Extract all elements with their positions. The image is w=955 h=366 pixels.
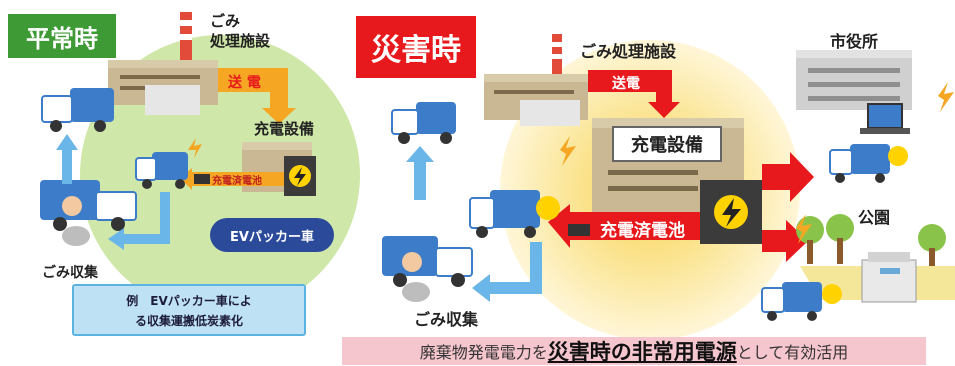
left-transmission-label: 送 電 <box>228 75 261 91</box>
right-transmission-label: 送電 <box>612 76 640 92</box>
left-truck-top <box>41 88 114 132</box>
right-flow-arrows <box>406 146 542 302</box>
right-truck-charging <box>469 190 560 238</box>
left-facility-label-1: ごみ <box>210 12 241 30</box>
right-lightning-icon <box>560 136 576 166</box>
banner-suffix: として有効活用 <box>736 343 849 362</box>
right-truck-cityhall <box>829 144 908 183</box>
right-facility-label: ごみ処理施設 <box>580 42 677 61</box>
right-truck-top <box>391 102 456 144</box>
city-hall-label: 市役所 <box>830 32 879 51</box>
right-collection-label: ごみ収集 <box>414 310 479 329</box>
left-lightning-icon <box>188 138 202 158</box>
city-hall-icon <box>796 50 912 110</box>
park-label: 公園 <box>858 208 891 227</box>
left-facility-label-2: 処理施設 <box>210 32 271 50</box>
left-transmission-arrow <box>218 68 296 124</box>
laptop-icon <box>860 103 910 134</box>
normal-time-tag: 平常時 <box>8 14 116 58</box>
left-truck-collection <box>40 180 137 246</box>
left-charger-label: 充電設備 <box>254 120 315 138</box>
right-battery-arrow <box>548 204 700 248</box>
left-charger-icon <box>242 142 316 196</box>
right-red-arrow-cityhall <box>762 152 814 202</box>
right-charger-label: 充電設備 <box>612 126 722 162</box>
left-battery-arrow <box>180 168 284 190</box>
disaster-time-tag: 災害時 <box>356 16 476 78</box>
cityhall-lightning-icon <box>938 82 954 112</box>
right-truck-collection <box>382 236 473 302</box>
right-transmission-arrow <box>588 70 680 118</box>
right-factory-icon <box>484 34 588 126</box>
left-battery-label: 充電済電池 <box>212 176 262 187</box>
right-battery-label: 充電済電池 <box>600 221 685 241</box>
park-icon <box>796 214 955 303</box>
park-lightning-icon <box>796 214 812 244</box>
banner-emphasis: 災害時の非常用電源 <box>547 340 737 364</box>
left-factory-icon <box>108 12 218 115</box>
example-note: 例 EVパッカー車によ る収集運搬低炭素化 <box>72 284 306 336</box>
right-red-arrow-park <box>762 220 808 262</box>
left-collection-label: ごみ収集 <box>42 265 98 281</box>
example-note-line-1: 例 EVパッカー車によ <box>126 294 252 308</box>
right-truck-park <box>761 282 842 321</box>
left-truck-charging <box>135 152 188 189</box>
ev-packer-bubble: EVパッカー車 <box>210 218 334 252</box>
bottom-banner: 廃棄物発電電力を 災害時の非常用電源 として有効活用 <box>342 337 926 365</box>
example-note-line-2: る収集運搬低炭素化 <box>134 314 243 328</box>
banner-prefix: 廃棄物発電電力を <box>419 343 548 362</box>
left-flow-arrows <box>56 134 170 250</box>
